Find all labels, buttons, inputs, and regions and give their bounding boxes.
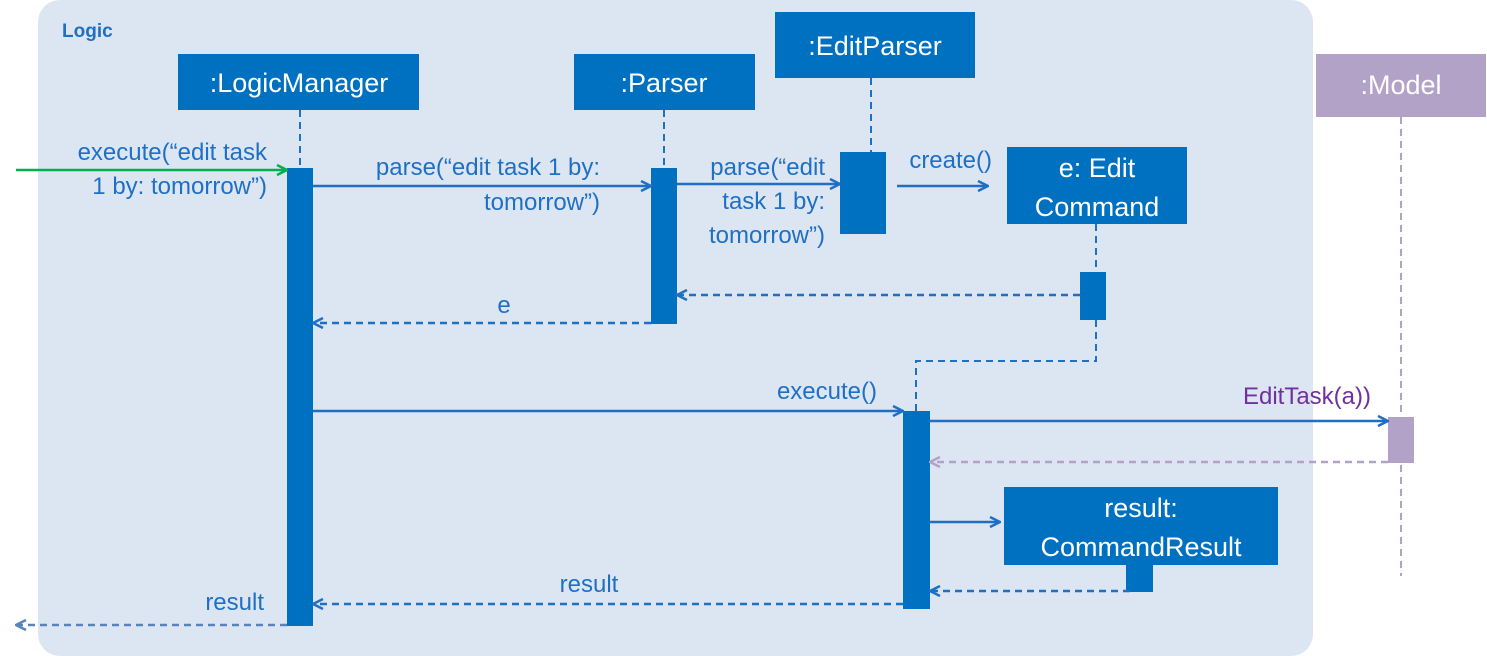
logicmanager-label: :LogicManager [210,68,389,98]
editparser-label: :EditParser [808,31,942,61]
lifeline-editcommand-connector [915,320,1097,411]
logicmanager-box [178,54,419,110]
commandresult-label-line1: result: [1104,493,1178,523]
create-label: create() [909,147,992,174]
return-e-label: e [497,292,510,319]
parse1-label-line2: tomorrow”) [484,189,600,216]
editcommand-label-line2: Command [1035,192,1160,222]
model-label: :Model [1360,70,1441,100]
parse2-label-line1: parse(“edit [710,154,825,181]
editcommand-box [1007,147,1187,224]
logic-frame-title: Logic [62,21,113,42]
editparser-activation [840,152,886,234]
parse2-label-line3: tomorrow”) [709,222,825,249]
logicmanager-activation [287,168,313,626]
parser-activation [651,168,677,324]
editcommand-label-line1: e: Edit [1059,153,1136,183]
editparser-box [775,12,975,78]
editcommand-execute-activation [903,411,930,609]
commandresult-activation [1126,565,1153,592]
execute-in-label-line1: execute(“edit task [78,139,268,166]
execute-in-label-line2: 1 by: tomorrow”) [92,173,267,200]
commandresult-label-line2: CommandResult [1040,532,1242,562]
parse2-label-line2: task 1 by: [722,188,825,215]
parse1-label-line1: parse(“edit task 1 by: [376,154,600,181]
parser-box [574,54,755,110]
edittask-label: EditTask(a)) [1243,383,1371,410]
parser-label: :Parser [620,68,707,98]
model-activation [1388,417,1414,463]
logic-frame [38,0,1313,656]
execute-label: execute() [777,378,877,405]
result-inner-label: result [560,571,619,598]
result-out-label: result [205,589,264,616]
editcommand-activation [1080,272,1106,320]
model-box [1316,54,1486,117]
commandresult-box [1004,487,1278,565]
